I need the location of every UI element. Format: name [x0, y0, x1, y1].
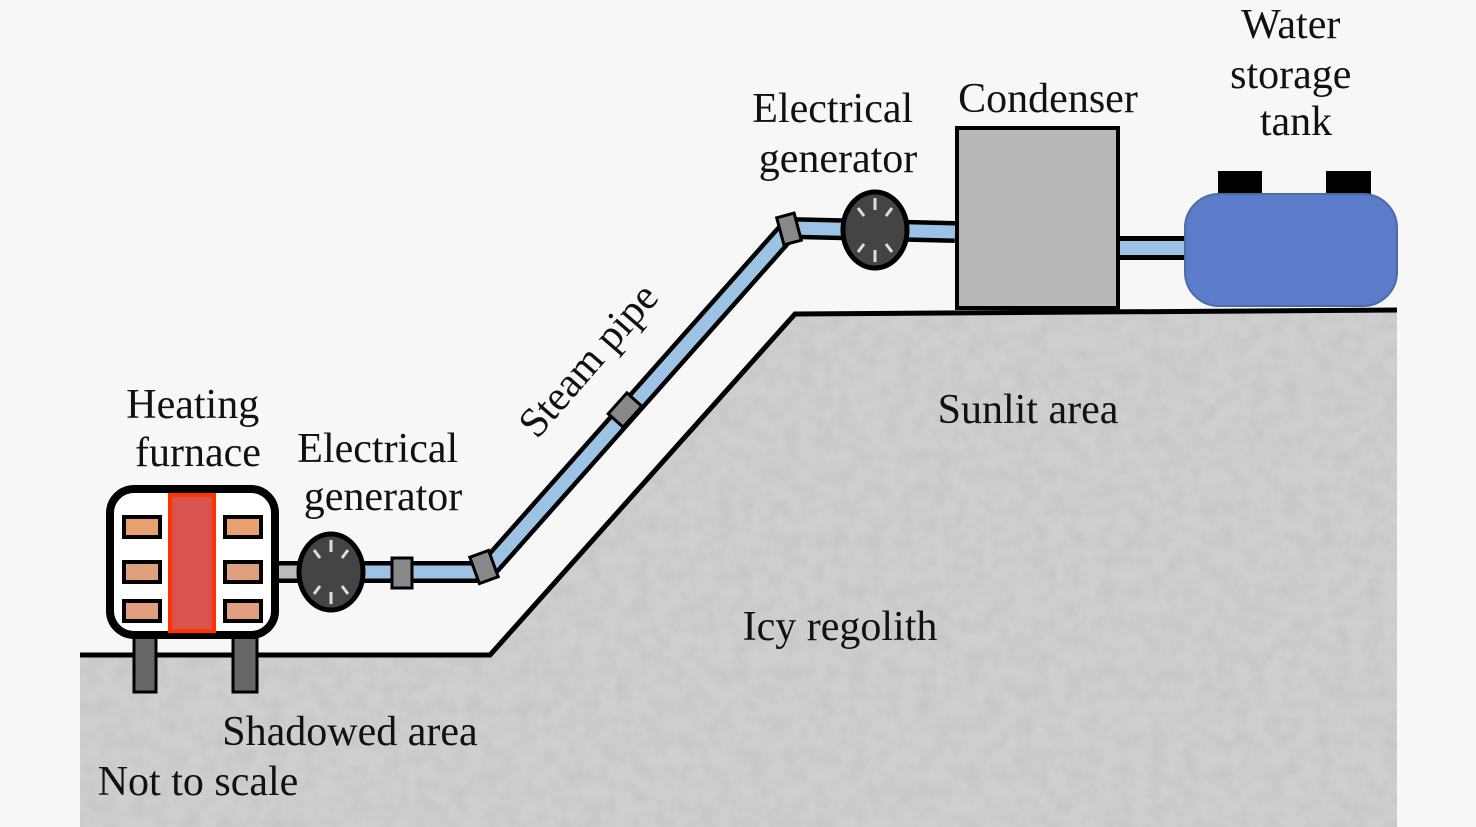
condenser: [955, 126, 1120, 310]
water-storage-tank: [1184, 171, 1398, 307]
label-water-storage-tank: Water storage tank: [1230, 2, 1362, 145]
label-heating-furnace: Heating furnace: [126, 382, 269, 476]
label-shadowed-area: Shadowed area: [222, 709, 478, 755]
label-condenser: Condenser: [958, 76, 1138, 122]
label-not-to-scale: Not to scale: [98, 759, 299, 805]
pipe-elbow: [774, 211, 804, 247]
pipe-coupling: [606, 390, 644, 430]
heating-furnace: [106, 485, 279, 694]
pipe-elbow: [467, 548, 501, 586]
label-icy-regolith: Icy regolith: [743, 604, 938, 650]
label-electrical-generator-right: Electrical generator: [752, 86, 923, 182]
label-electrical-generator-left: Electrical generator: [297, 426, 468, 520]
pipe-coupling: [390, 556, 414, 590]
label-steam-pipe: Steam pipe: [510, 275, 668, 447]
label-sunlit-area: Sunlit area: [938, 387, 1119, 433]
electrical-generator-left: [296, 531, 366, 613]
electrical-generator-right: [840, 189, 910, 271]
ground-regolith: [80, 307, 1398, 827]
